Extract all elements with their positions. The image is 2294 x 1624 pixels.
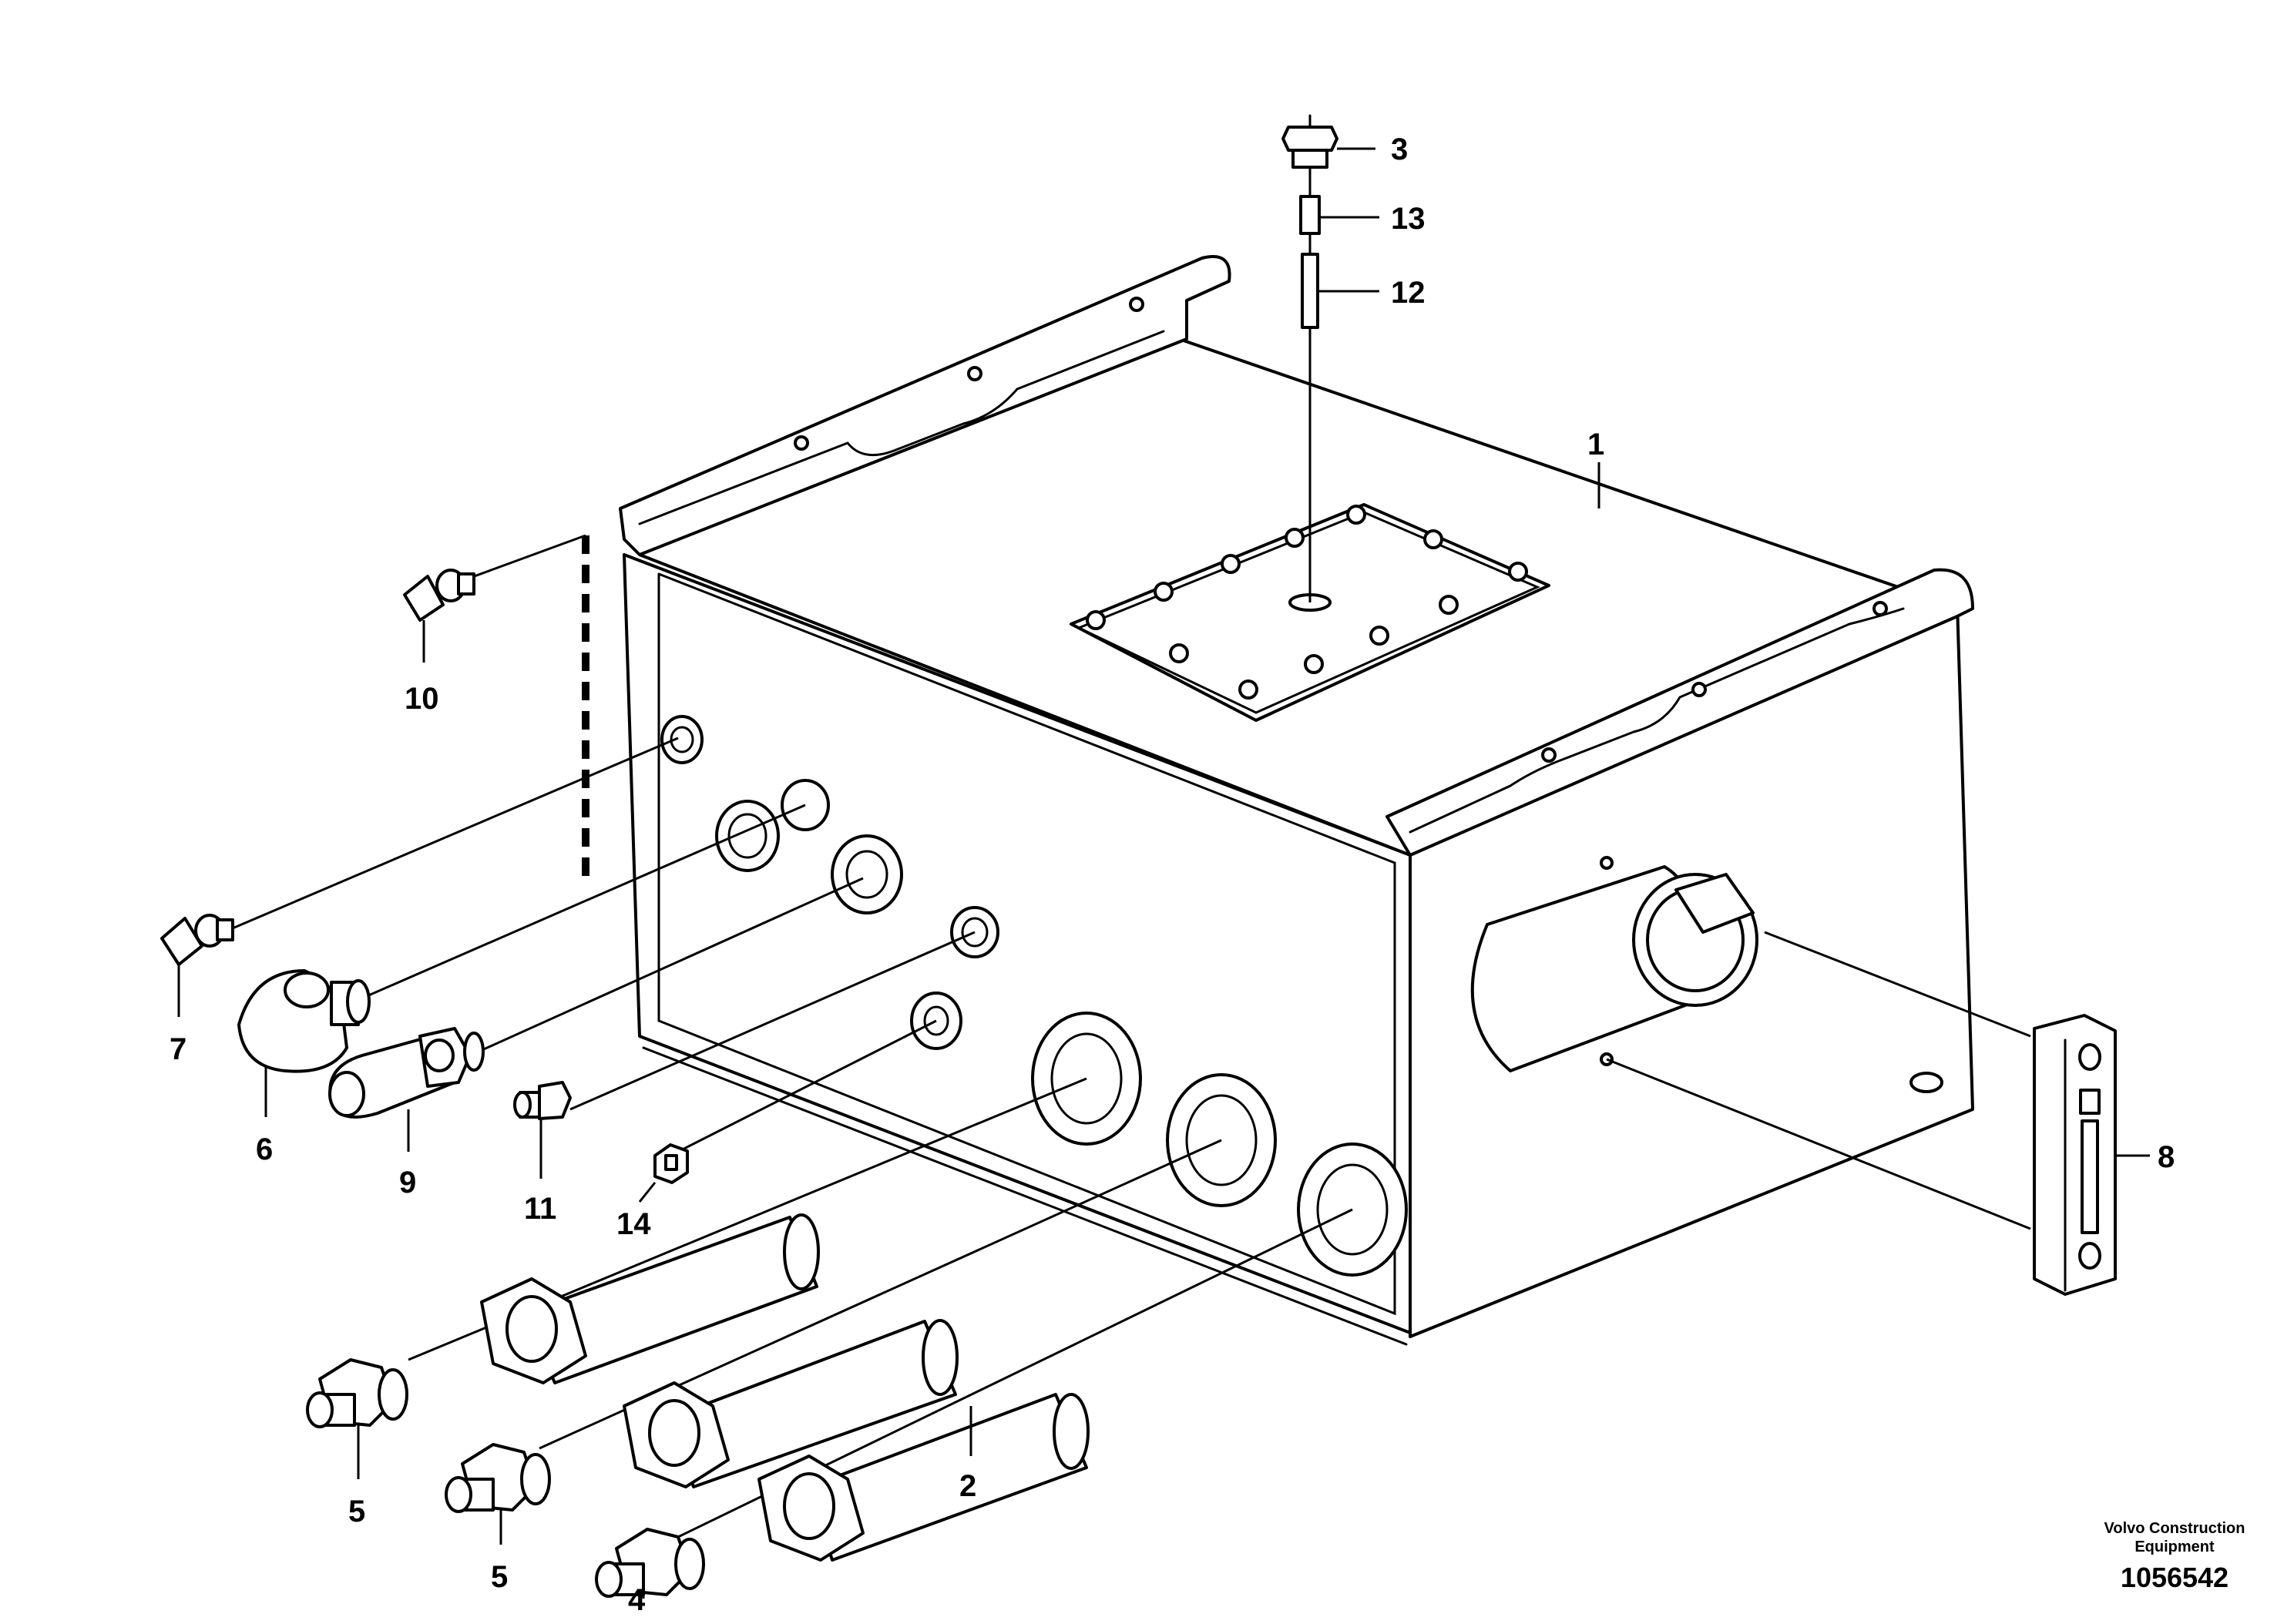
elbow-fitting-6 [237, 969, 371, 1073]
vent-plug-stack [1281, 114, 1338, 329]
filler-cap-assembly [1470, 856, 1943, 1093]
callout-13: 13 [1391, 202, 1426, 236]
grease-fitting-7 [160, 914, 234, 966]
callout-6: 6 [256, 1132, 273, 1166]
document-number: 1056542 [2121, 1562, 2229, 1593]
fitting-4 [595, 1528, 705, 1598]
company-name-line1: Volvo Construction [2104, 1520, 2245, 1537]
plug-11 [513, 1081, 572, 1120]
callout-7: 7 [170, 1032, 186, 1066]
callout-labels: 3 13 12 1 10 7 6 9 11 14 2 8 5 5 4 [170, 133, 2175, 1617]
callout-2: 2 [959, 1469, 976, 1503]
callout-10: 10 [405, 682, 439, 716]
callout-8: 8 [2158, 1140, 2175, 1174]
callout-4: 4 [628, 1583, 646, 1617]
adapter-tube-lower [757, 1393, 1090, 1562]
adapter-tube-upper [480, 1213, 820, 1384]
adapter-tube-middle [623, 1319, 959, 1488]
level-gauge-8 [2033, 1014, 2117, 1296]
footer: Volvo Construction Equipment 1056542 [2104, 1520, 2245, 1593]
callout-3: 3 [1391, 133, 1408, 166]
callout-12: 12 [1391, 276, 1426, 310]
straight-fitting-9 [328, 1027, 485, 1119]
company-name-line2: Equipment [2134, 1538, 2215, 1555]
nut-14 [653, 1143, 689, 1184]
callout-5-lower: 5 [491, 1560, 508, 1594]
fitting-5-lower [445, 1443, 551, 1513]
fitting-5-upper [306, 1358, 408, 1428]
grease-fitting-10 [403, 569, 475, 622]
mounting-flange-left [619, 255, 1231, 556]
callout-leaders [177, 147, 2150, 1599]
callout-14: 14 [616, 1207, 651, 1241]
callout-1: 1 [1587, 428, 1604, 461]
callout-5-upper: 5 [348, 1495, 365, 1528]
mounting-flange-right [1385, 568, 1974, 857]
callout-9: 9 [399, 1166, 416, 1200]
callout-11: 11 [524, 1192, 556, 1226]
